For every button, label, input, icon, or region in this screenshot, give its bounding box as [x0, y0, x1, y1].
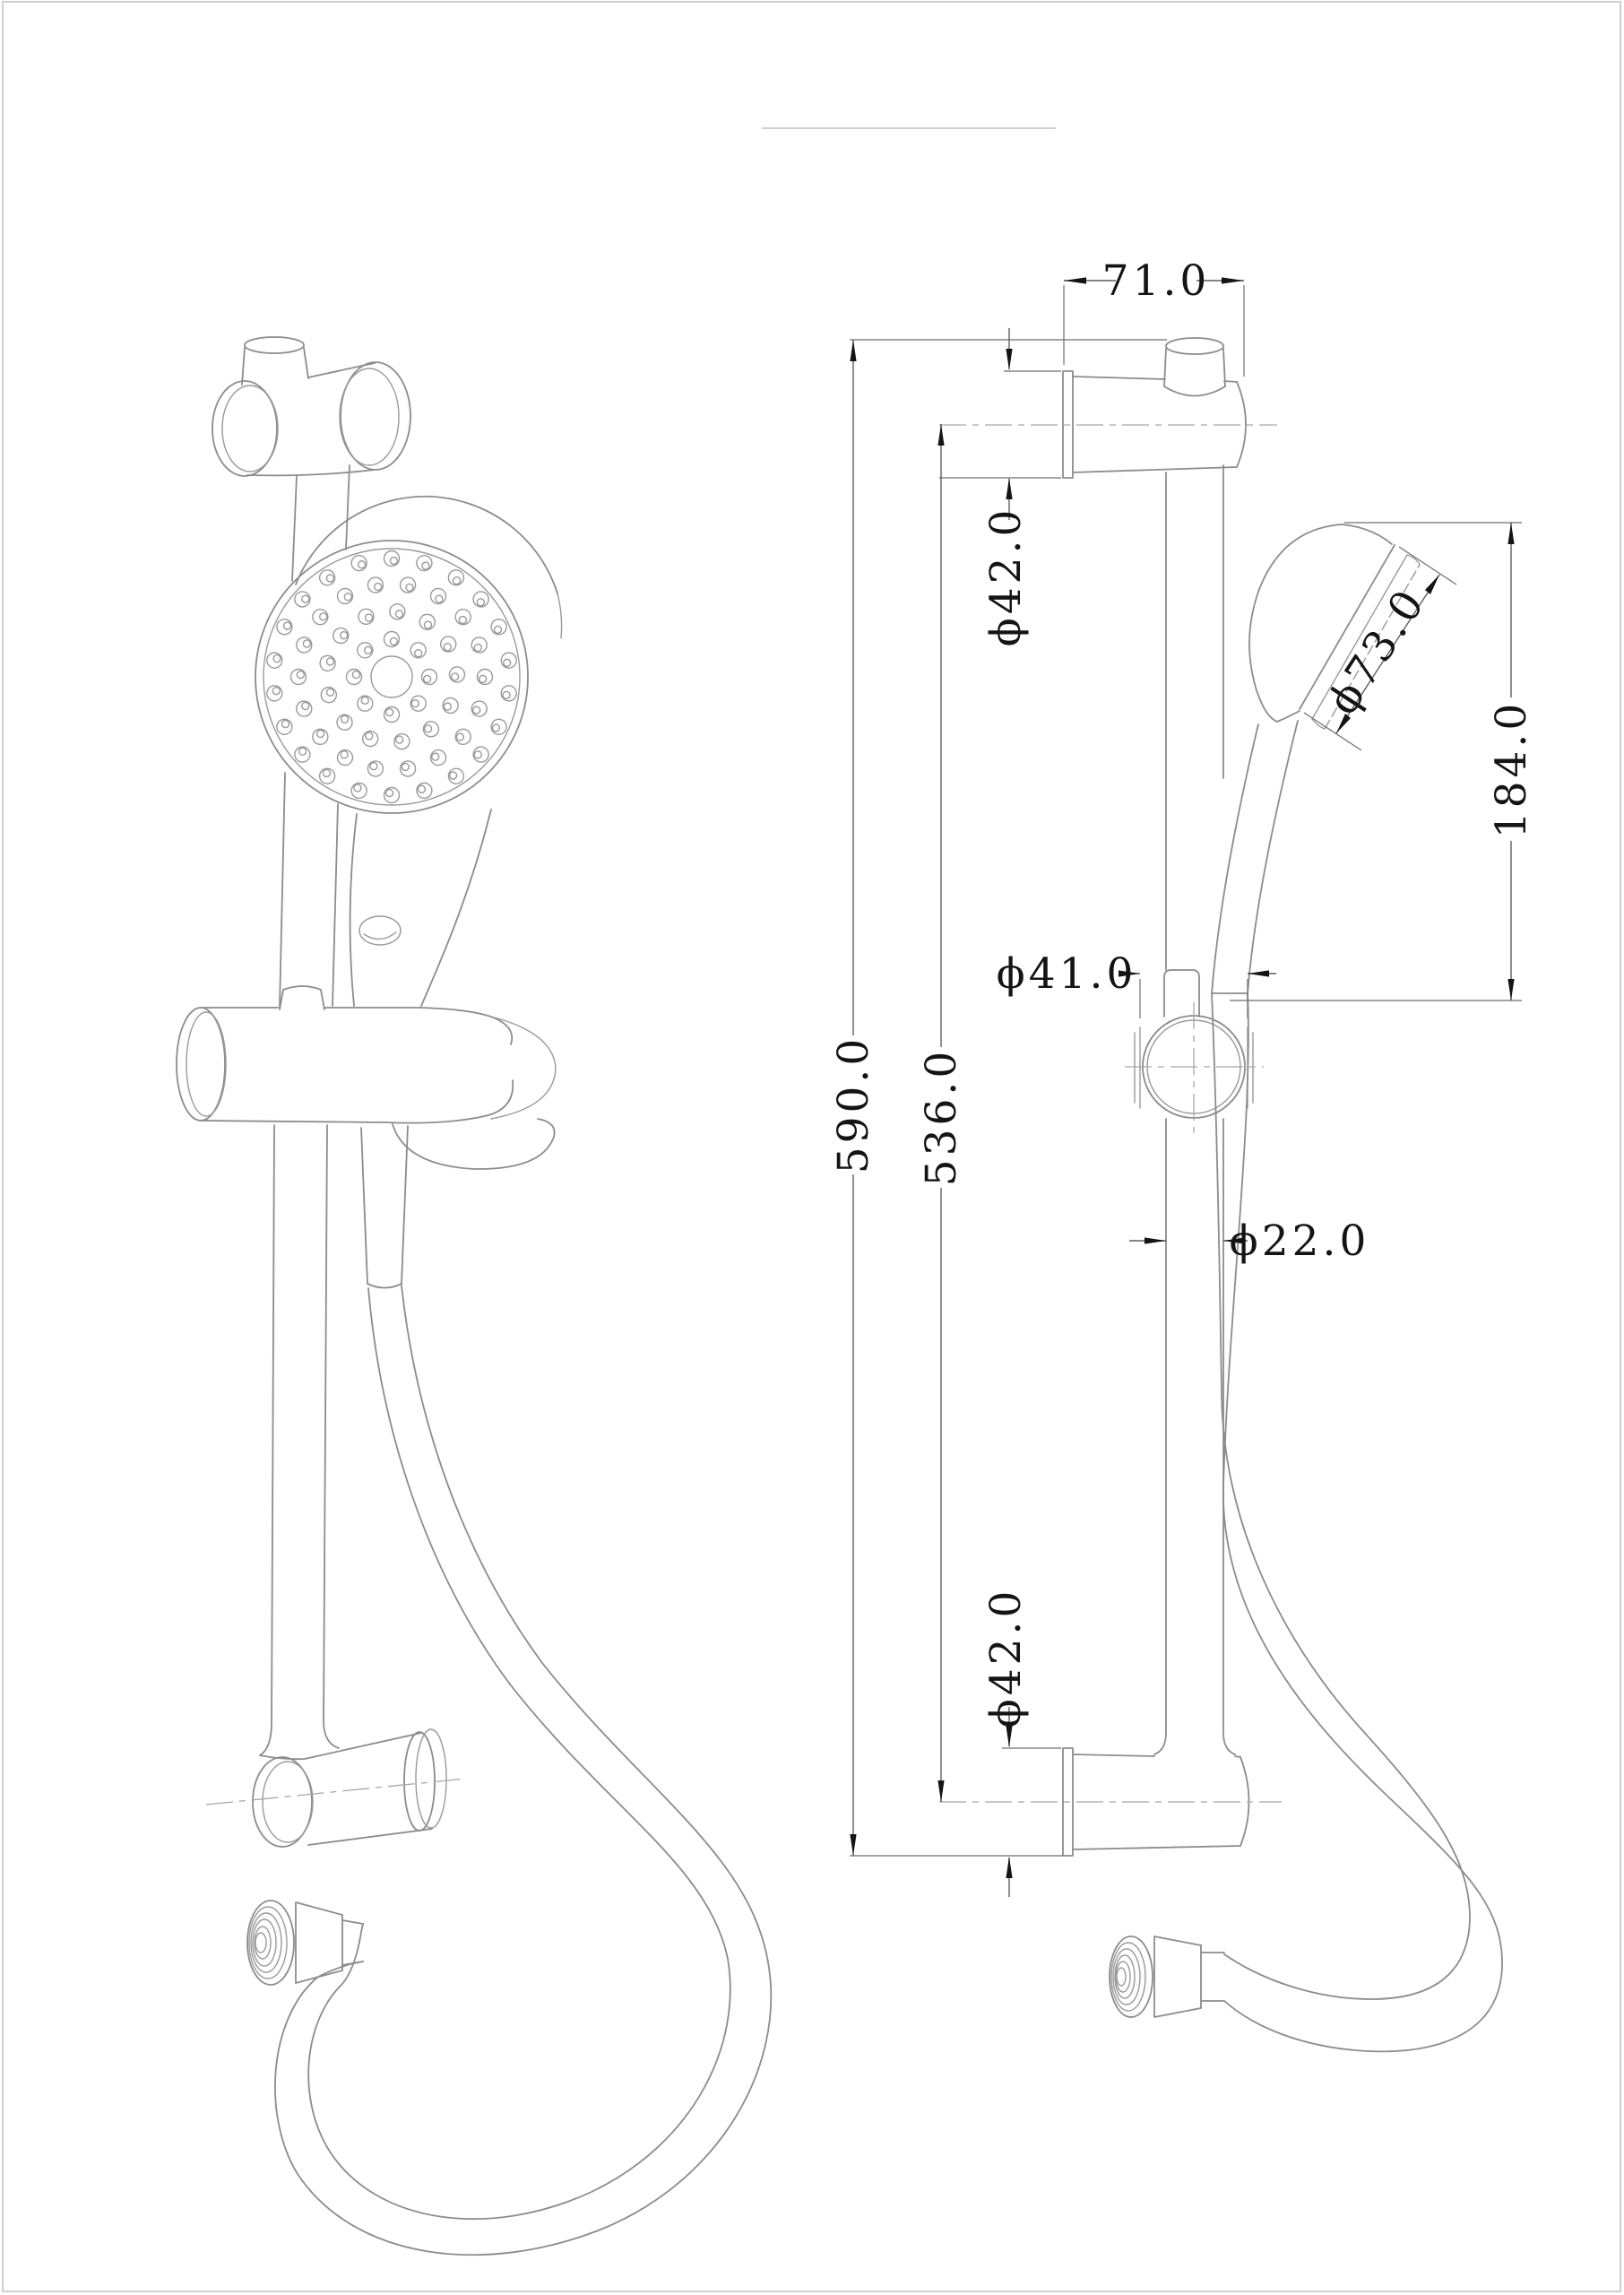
dim-top-width: 71.0	[1063, 256, 1245, 377]
dim-head-face-diameter-label: ϕ73.0	[1318, 579, 1436, 723]
left-view-3d	[176, 336, 773, 2256]
slider-holder-side	[1125, 969, 1264, 1134]
shower-head-side	[1248, 524, 1421, 730]
dim-top-bracket-diameter: ϕ42.0	[939, 328, 1061, 646]
hose-connector-3d	[246, 1900, 364, 1986]
slider-holder-3d	[176, 985, 557, 1170]
dim-bottom-bracket-diameter-label: ϕ42.0	[981, 1588, 1031, 1728]
nozzle-ring-2	[317, 602, 466, 751]
dim-bracket-spacing-label: 536.0	[917, 1048, 966, 1187]
slide-rail-side	[1153, 464, 1236, 1755]
wall-bracket-bottom-3d	[205, 1728, 467, 1848]
dim-handset-height-label: 184.0	[1487, 700, 1536, 839]
right-view-side	[939, 337, 1503, 2053]
slide-rail-3d	[259, 464, 350, 1756]
hose-connector-side	[1109, 1936, 1225, 2018]
wall-bracket-bottom-side	[939, 1747, 1282, 1857]
dim-top-width-label: 71.0	[1102, 256, 1211, 306]
dim-top-bracket-diameter-label: ϕ42.0	[981, 507, 1031, 647]
dim-head-face-diameter: ϕ73.0	[1303, 546, 1457, 751]
dim-slider-diameter-label: ϕ41.0	[997, 949, 1137, 999]
shower-hose-3d	[274, 1285, 773, 2256]
dim-handset-height: 184.0	[1230, 522, 1536, 1001]
dim-overall-length: 590.0	[829, 339, 1167, 1857]
dim-overall-length-label: 590.0	[829, 1035, 878, 1174]
dim-bracket-spacing: 536.0	[917, 424, 966, 1802]
dim-rail-diameter: ϕ22.0	[1129, 1217, 1370, 1266]
wall-bracket-top-3d	[212, 336, 411, 477]
handset-handle-side	[1211, 720, 1299, 994]
wall-bracket-top-side	[939, 337, 1277, 479]
shower-hose-side	[1211, 992, 1503, 2053]
dim-slider-diameter: ϕ41.0	[997, 949, 1276, 1018]
nozzle-ring-inner	[345, 630, 438, 723]
dim-rail-diameter-label: ϕ22.0	[1230, 1217, 1370, 1266]
shower-head-3d	[255, 495, 563, 814]
handset-handle-3d	[349, 809, 492, 1289]
dim-bottom-bracket-diameter: ϕ42.0	[981, 1588, 1061, 1897]
